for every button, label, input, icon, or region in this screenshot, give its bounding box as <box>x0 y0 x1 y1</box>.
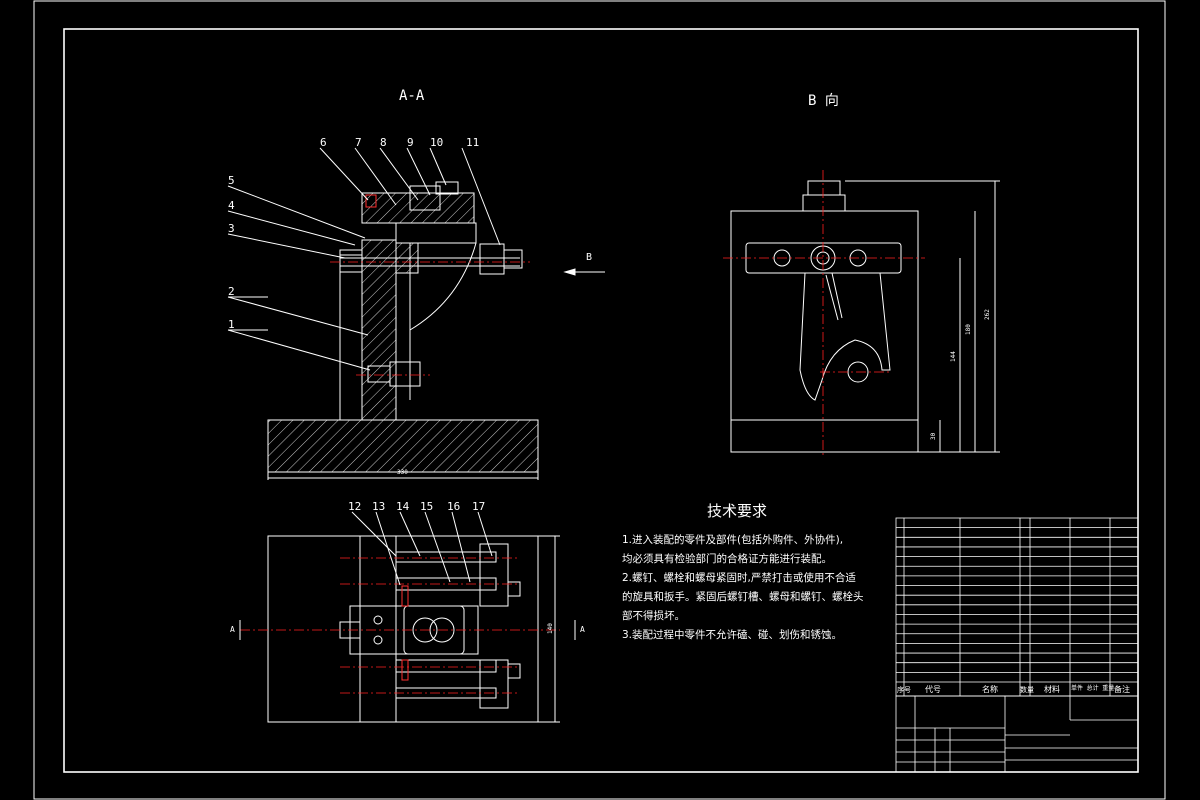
bom-header-remark: 备注 <box>1114 684 1130 694</box>
balloon-4: 4 <box>228 199 235 212</box>
balloon-8: 8 <box>380 136 387 149</box>
view-b <box>723 170 1000 455</box>
b-plate <box>730 210 919 453</box>
tech-line-5: 部不得损坏。 <box>622 610 685 622</box>
balloon-16: 16 <box>447 500 460 513</box>
upright <box>361 239 397 421</box>
balloon-9: 9 <box>407 136 414 149</box>
balloon-6: 6 <box>320 136 327 149</box>
section-aa-view <box>227 147 605 480</box>
technical-requirements: 技术要求 1.进入装配的零件及部件(包括外购件、外协件), 均必须具有检验部门的… <box>622 500 872 645</box>
base-plate <box>267 419 539 473</box>
balloon-11: 11 <box>466 136 479 149</box>
top-clamp-block <box>361 192 475 224</box>
bom-header-code: 代号 <box>925 684 941 694</box>
section-mark-right: A <box>580 625 585 634</box>
balloon-3: 3 <box>228 222 235 235</box>
balloon-13: 13 <box>372 500 385 513</box>
section-mark-left: A <box>230 625 235 634</box>
tech-line-6: 3.装配过程中零件不允许磕、碰、划伤和锈蚀。 <box>622 629 843 641</box>
section-aa-title: A-A <box>399 88 425 104</box>
bom-header-material: 材料 <box>1044 684 1060 694</box>
balloon-14: 14 <box>396 500 410 513</box>
balloon-1: 1 <box>228 318 235 331</box>
balloon-5: 5 <box>228 174 235 187</box>
tech-line-3: 2.螺钉、螺栓和螺母紧固时,严禁打击或使用不合适 <box>622 572 856 584</box>
bom-header: 序号 代号 名称 数量 材料 单件 总计 重量 备注 <box>897 684 1130 694</box>
tech-line-1: 1.进入装配的零件及部件(包括外购件、外协件), <box>622 534 844 546</box>
balloons-top: 1 2 3 4 5 6 7 8 9 10 11 <box>228 136 479 331</box>
balloons-bottom: 12 13 14 15 16 17 <box>348 500 485 513</box>
dim-b-total: 262 <box>984 309 991 320</box>
dim-b-small: 30 <box>930 432 937 440</box>
balloon-2: 2 <box>228 285 235 298</box>
arrow-b-label: B <box>586 252 592 263</box>
bom-header-no: 序号 <box>897 685 911 694</box>
bom-header-name: 名称 <box>982 684 998 694</box>
balloon-7: 7 <box>355 136 362 149</box>
bom-table <box>895 517 1139 773</box>
balloon-17: 17 <box>472 500 485 513</box>
balloon-12: 12 <box>348 500 361 513</box>
dim-b-mid: 180 <box>965 324 972 335</box>
plan-view <box>239 511 576 723</box>
dim-b-fit: 144 <box>950 351 957 362</box>
tech-line-2: 均必须具有检验部门的合格证方能进行装配。 <box>622 553 832 565</box>
dim-base-width: 330 <box>397 469 408 476</box>
tech-line-4: 的旋具和扳手。紧固后螺钉槽、螺母和螺钉、螺栓头 <box>622 591 864 603</box>
bom-header-weight: 单件 总计 重量 <box>1071 684 1114 692</box>
bom-header-qty: 数量 <box>1020 685 1034 694</box>
dim-plan-height: 140 <box>547 623 554 634</box>
drawing-frame <box>33 0 1166 800</box>
balloon-10: 10 <box>430 136 443 149</box>
view-b-title: B 向 <box>808 93 839 109</box>
tech-requirements-title: 技术要求 <box>706 502 767 520</box>
balloon-15: 15 <box>420 500 433 513</box>
